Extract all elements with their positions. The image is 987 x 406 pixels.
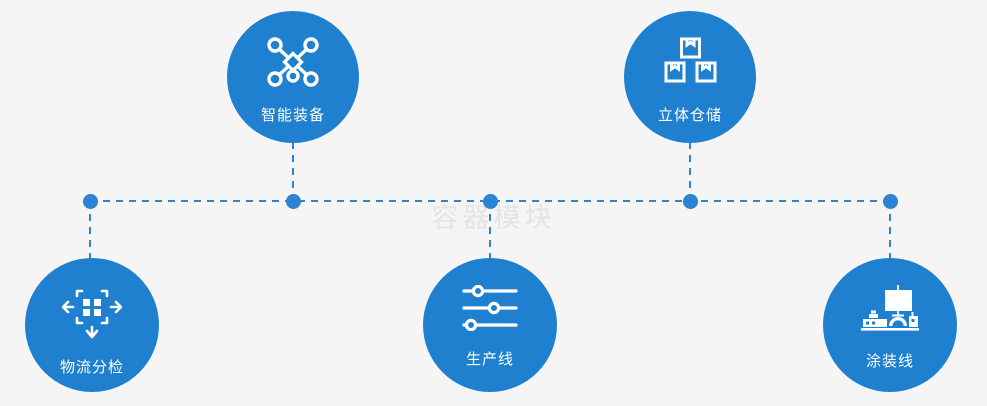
node-intelligent-equipment[interactable]: 智能装备 xyxy=(227,11,359,143)
junction-dot-painting-line xyxy=(883,194,898,209)
sliders-icon xyxy=(462,285,518,331)
node-label-intelligent-equipment: 智能装备 xyxy=(260,106,325,124)
sorting-arrows-icon xyxy=(62,289,122,339)
node-painting-line[interactable]: 涂装线 xyxy=(823,258,957,392)
node-production-line[interactable]: 生产线 xyxy=(423,258,557,392)
node-label-stereoscopic-warehouse: 立体仓储 xyxy=(657,106,722,124)
node-stereoscopic-warehouse[interactable]: 立体仓储 xyxy=(624,11,756,143)
junction-dot-logistics-sorting xyxy=(83,194,98,209)
junction-dot-stereoscopic-warehouse xyxy=(683,194,698,209)
node-logistics-sorting[interactable]: 物流分检 xyxy=(25,258,159,392)
junction-dot-production-line xyxy=(483,194,498,209)
network-nodes-icon xyxy=(267,37,319,87)
junction-dot-intelligent-equipment xyxy=(286,194,301,209)
node-label-production-line: 生产线 xyxy=(465,350,514,368)
factory-paint-icon xyxy=(861,285,919,331)
node-label-painting-line: 涂装线 xyxy=(865,352,914,370)
stacked-boxes-icon xyxy=(664,37,717,83)
node-label-logistics-sorting: 物流分检 xyxy=(59,358,124,376)
